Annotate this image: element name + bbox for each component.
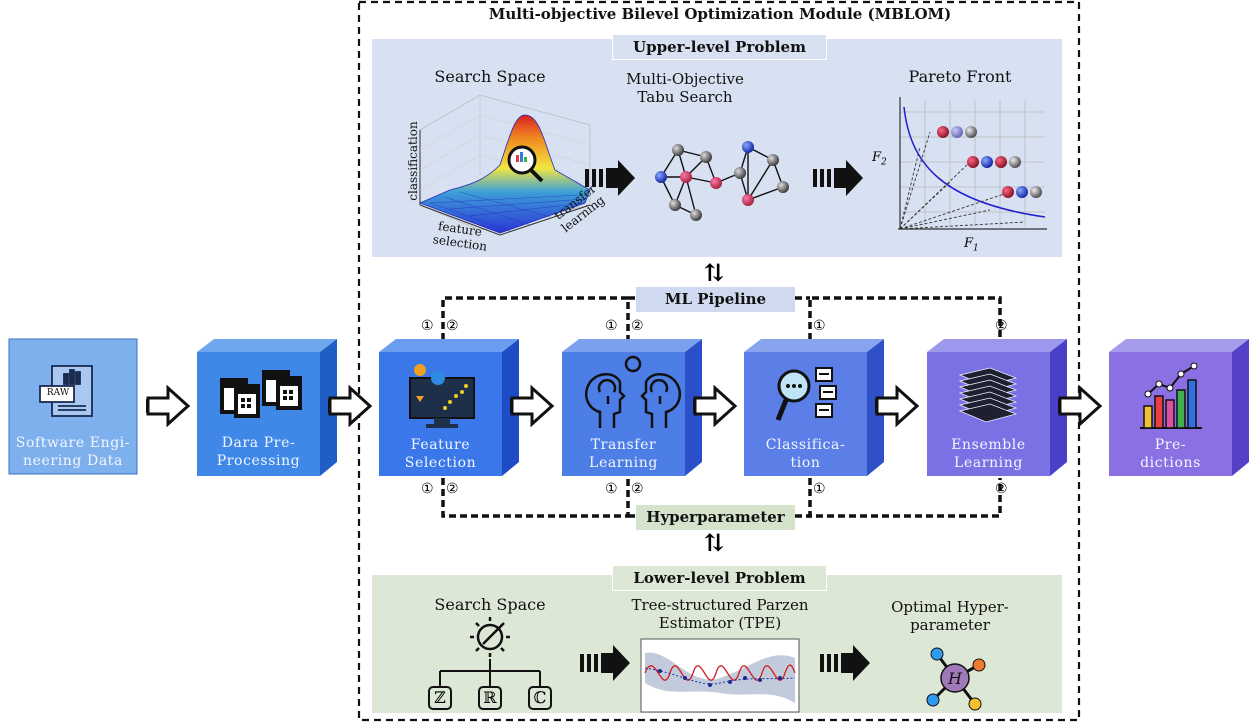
marker-fs-top-1: ① xyxy=(421,318,434,334)
upper-arrow-1 xyxy=(585,160,635,196)
marker-fs-bottom-2: ② xyxy=(446,481,459,497)
marker-tl-top-2: ② xyxy=(631,318,644,334)
stage-predictions-line1: Pre- xyxy=(1154,437,1187,453)
marker-el-bottom-2: ② xyxy=(995,481,1008,497)
integer-set-symbol: ℤ xyxy=(434,688,446,707)
marker-tl-top-1: ① xyxy=(605,318,618,334)
tpe-label-line1: Tree-structured Parzen xyxy=(631,596,809,614)
tpe-label-line2: Estimator (TPE) xyxy=(658,614,782,632)
lower-arrow-2 xyxy=(820,645,870,681)
axis-f2-label: F2 xyxy=(872,150,887,168)
stage-ensemble-line2: Learning xyxy=(954,455,1023,471)
lower-search-space-tree xyxy=(428,617,552,710)
marker-fs-top-2: ② xyxy=(446,318,459,334)
stage-se-data-line1: Software Engi- xyxy=(15,435,131,451)
optimal-hp-label-line1: Optimal Hyper- xyxy=(891,598,1009,616)
marker-tl-bottom-1: ① xyxy=(605,481,618,497)
hyperparameter-label: Hyperparameter xyxy=(636,505,795,530)
gear-wrench-icon xyxy=(470,617,510,657)
upper-exchange-arrows: ⇅ xyxy=(704,258,725,287)
upper-search-space-label: Search Space xyxy=(434,67,546,86)
upper-arrow-2 xyxy=(813,160,863,196)
mots-label-line1: Multi-Objective xyxy=(626,70,744,88)
stage-preprocessing-line2: Processing xyxy=(216,453,301,469)
stack-icon xyxy=(958,367,1018,423)
marker-el-top-2: ② xyxy=(995,318,1008,334)
stage-ensemble-line1: Ensemble xyxy=(951,437,1026,453)
raw-label: RAW xyxy=(46,388,70,398)
lower-level-title: Lower-level Problem xyxy=(612,565,827,591)
optimal-hp-label-line2: parameter xyxy=(910,616,990,634)
ml-pipeline-label: ML Pipeline xyxy=(636,287,795,312)
stage-feature-selection-line2: Selection xyxy=(404,455,477,471)
marker-fs-bottom-1: ① xyxy=(421,481,434,497)
lower-search-space-label: Search Space xyxy=(434,595,546,614)
stage-classification-line2: tion xyxy=(790,455,821,471)
axis-f1-label: F1 xyxy=(964,236,979,254)
marker-tl-bottom-2: ② xyxy=(631,481,644,497)
lower-arrow-1 xyxy=(580,645,630,681)
real-set-symbol: ℝ xyxy=(483,688,497,707)
module-title: Multi-objective Bilevel Optimization Mod… xyxy=(488,5,952,23)
hyperparameter-symbol: H xyxy=(948,669,962,688)
hyperparameter-molecule-icon xyxy=(926,647,986,711)
marker-cl-bottom-1: ① xyxy=(813,481,826,497)
stage-classification-line1: Classifica- xyxy=(765,437,846,453)
stage-transfer-learning-line1: Transfer xyxy=(590,437,657,453)
lower-exchange-arrows: ⇅ xyxy=(704,528,725,557)
cube-classification xyxy=(744,339,884,476)
marker-cl-top-1: ① xyxy=(813,318,826,334)
pareto-front-label: Pareto Front xyxy=(908,67,1012,86)
monitor-icon xyxy=(409,364,475,428)
spreadsheet-icon xyxy=(220,370,302,418)
tabu-search-graph xyxy=(655,141,789,221)
raw-data-icon xyxy=(39,365,93,417)
search-space-surface-plot xyxy=(418,94,591,236)
stage-transfer-learning-line2: Learning xyxy=(589,455,658,471)
stage-predictions-line2: dictions xyxy=(1140,455,1201,471)
pareto-front-plot xyxy=(898,97,1047,230)
tpe-plot xyxy=(640,638,800,713)
heads-transfer-icon xyxy=(584,355,682,428)
predictions-chart-icon xyxy=(1140,362,1202,429)
mots-label-line2: Tabu Search xyxy=(637,88,733,106)
stage-preprocessing-line1: Dara Pre- xyxy=(221,435,296,451)
classification-icon xyxy=(775,367,837,421)
complex-set-symbol: ℂ xyxy=(533,688,547,707)
upper-level-title: Upper-level Problem xyxy=(612,34,827,60)
stage-feature-selection-line1: Feature xyxy=(410,437,471,453)
stage-se-data-line2: neering Data xyxy=(23,453,123,469)
